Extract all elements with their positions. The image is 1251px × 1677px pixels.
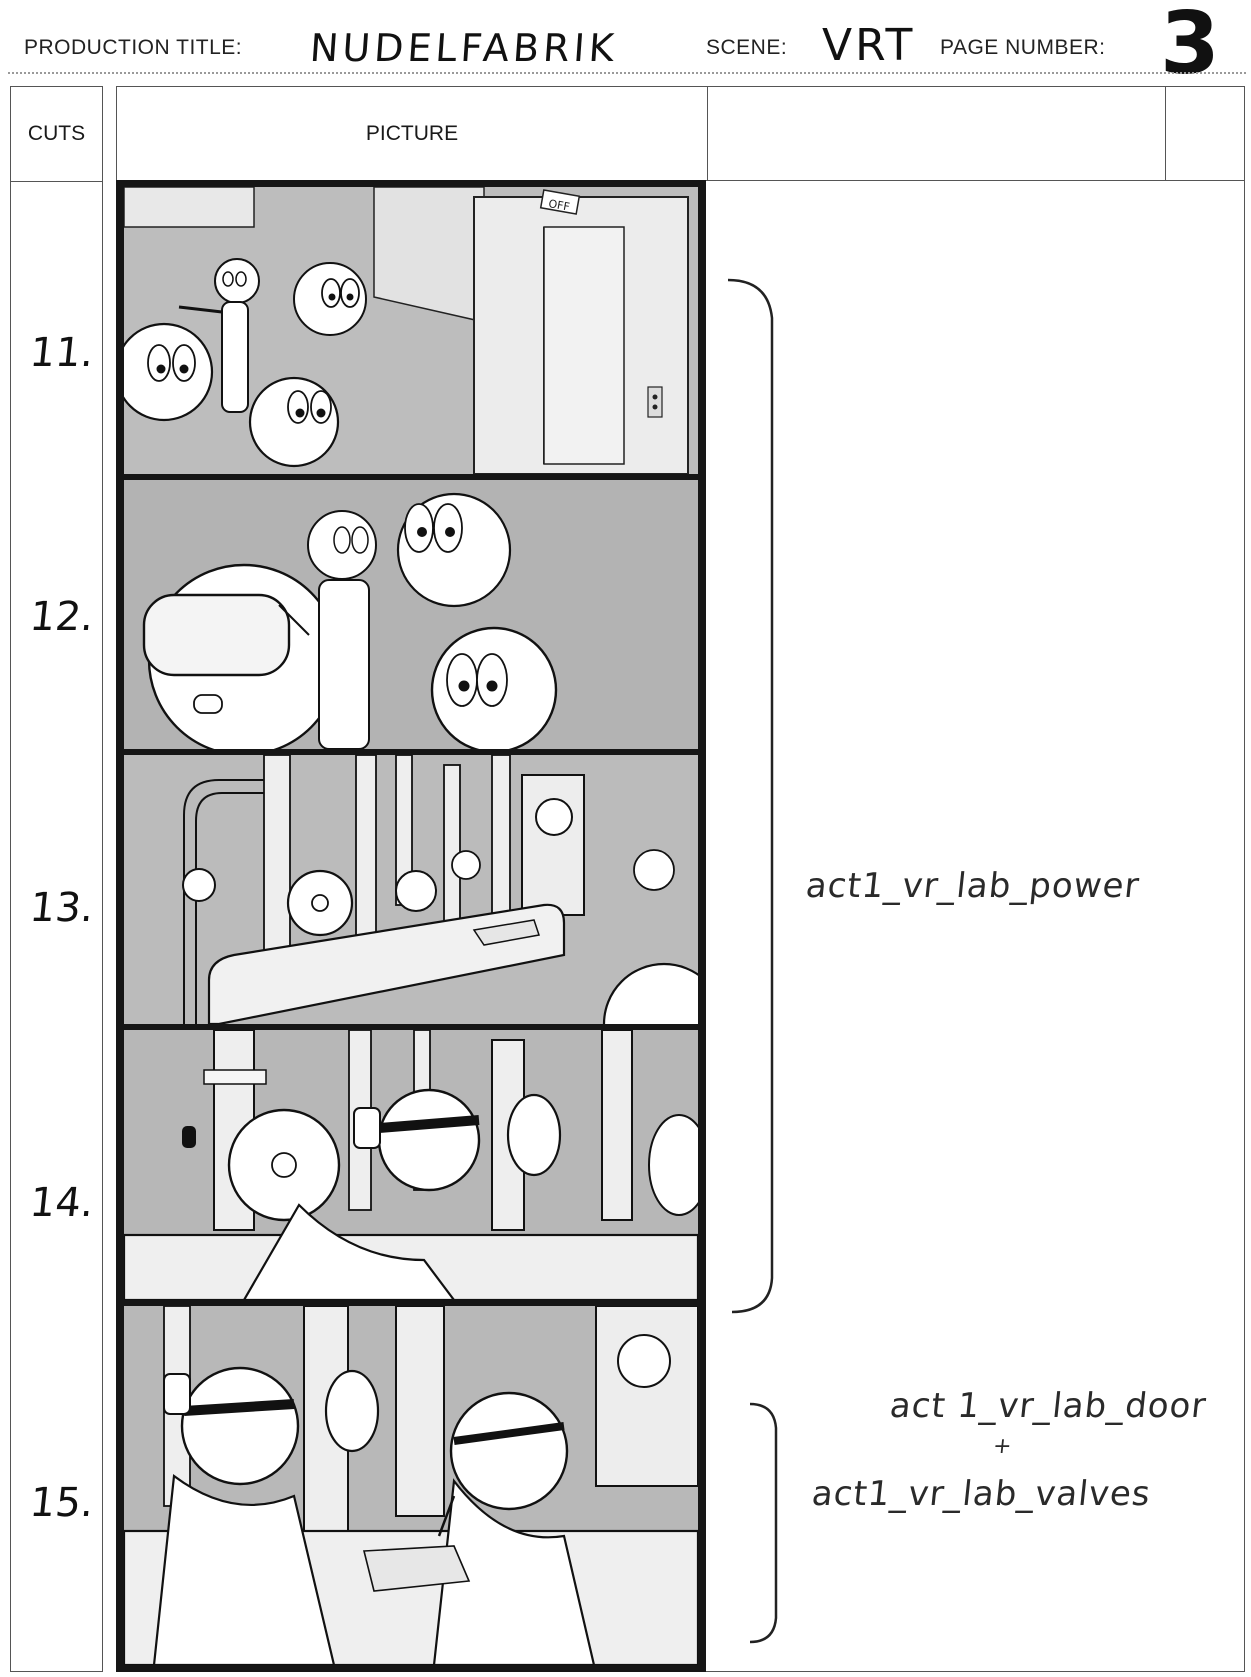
scene-value: VRT [822, 20, 916, 71]
panel-13-sketch [124, 755, 698, 1024]
notes-column [706, 180, 1245, 1672]
scene-label: SCENE: [706, 36, 788, 59]
cuts-header: CUTS [11, 87, 102, 182]
production-title-value: NUDELFABRIK [308, 26, 620, 70]
cut-number-13: 13. [27, 885, 97, 931]
note-valves: act1_vr_lab_valves [809, 1474, 1153, 1514]
picture-header: PICTURE [365, 121, 459, 145]
cut-number-15: 15. [27, 1480, 97, 1526]
panel-12-vr-headset [124, 480, 698, 749]
header-divider [8, 72, 1246, 74]
svg-text:OFF: OFF [547, 197, 570, 214]
panel-15-panel-press [124, 1306, 698, 1665]
note-plus: + [991, 1434, 1014, 1459]
header-divider-2 [1165, 87, 1166, 180]
panel-14-sketch [124, 1030, 698, 1300]
page-number-value: 3 [1160, 0, 1220, 94]
panel-11-sketch: OFF [124, 187, 698, 474]
cuts-column: CUTS [10, 86, 103, 1672]
production-title-label: PRODUCTION TITLE: [24, 36, 243, 59]
panel-15-sketch [124, 1306, 698, 1665]
storyboard-strip: OFF [116, 180, 706, 1672]
page-header: PRODUCTION TITLE: NUDELFABRIK SCENE: VRT… [0, 0, 1251, 94]
note-door: act 1_vr_lab_door [887, 1386, 1209, 1426]
header-divider-1 [707, 87, 708, 180]
cut-number-11: 11. [27, 330, 97, 376]
panel-12-sketch [124, 480, 698, 749]
brace-cut-15 [750, 1402, 778, 1644]
note-power: act1_vr_lab_power [803, 866, 1142, 906]
page-number-label: PAGE NUMBER: [940, 36, 1106, 59]
panel-14-valve-turn [124, 1030, 698, 1300]
column-header-row: PICTURE [116, 86, 1245, 181]
cut-number-12: 12. [27, 594, 97, 640]
brace-cuts-11-14 [728, 278, 774, 1314]
panel-11-elevator: OFF [124, 187, 698, 474]
panel-13-pipes [124, 755, 698, 1024]
cut-number-14: 14. [27, 1180, 97, 1226]
